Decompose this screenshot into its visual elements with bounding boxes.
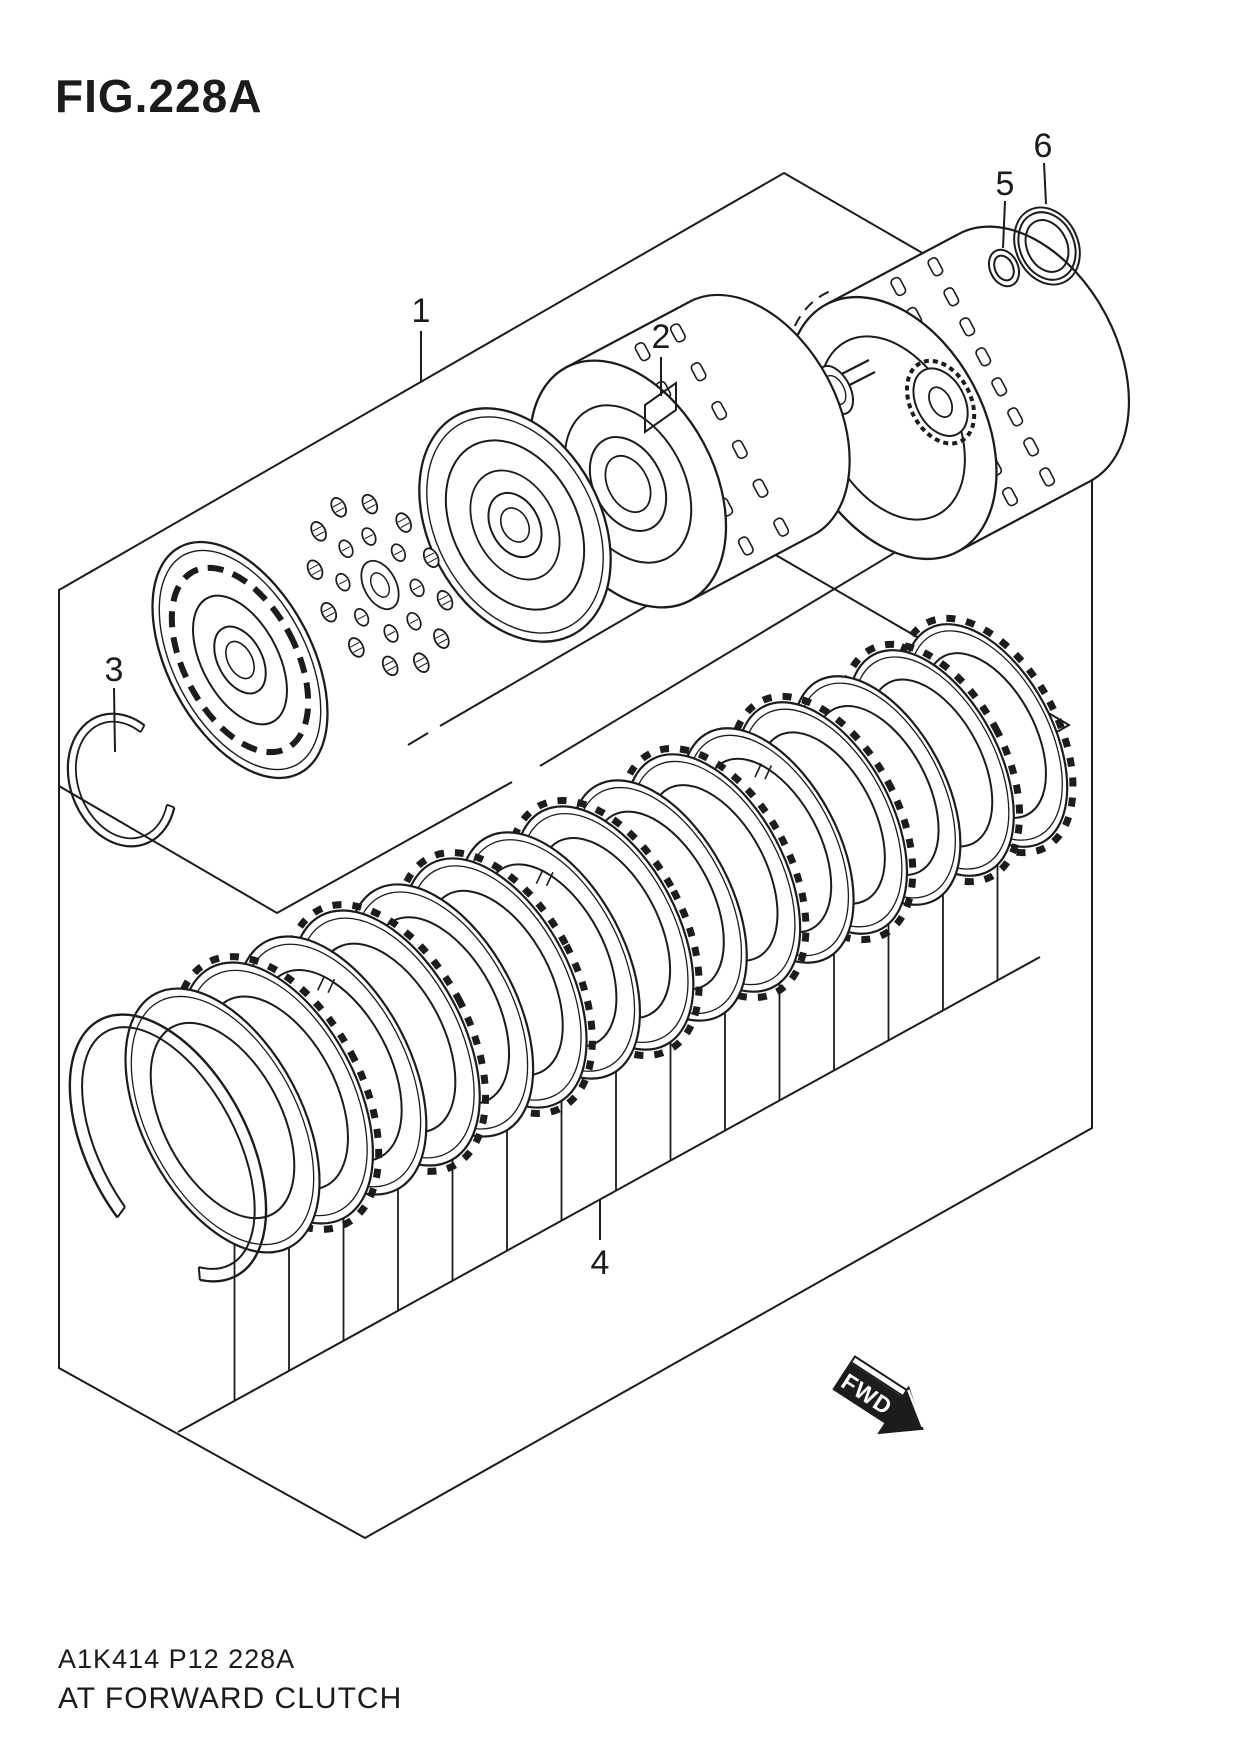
snap-ring bbox=[66, 712, 176, 848]
callout-2-flag bbox=[644, 381, 677, 434]
leader-5 bbox=[1002, 200, 1006, 249]
fwd-direction-arrow: FWD bbox=[832, 1355, 924, 1435]
spring-retainer-disc bbox=[418, 407, 612, 643]
clutch-piston bbox=[151, 540, 329, 780]
callout-5: 5 bbox=[996, 165, 1015, 203]
callout-3: 3 bbox=[105, 651, 124, 689]
figure-caption: AT FORWARD CLUTCH bbox=[58, 1682, 402, 1715]
figure-title: FIG.228A bbox=[55, 70, 262, 122]
callout-6: 6 bbox=[1034, 127, 1053, 165]
callout-annotations: 1 2 3 4 5 6 bbox=[105, 127, 1053, 1282]
clutch-plate bbox=[124, 987, 321, 1254]
callout-2: 2 bbox=[652, 318, 671, 356]
clutch-plate-stack bbox=[68, 614, 1077, 1283]
callout-1: 1 bbox=[412, 292, 431, 330]
clutch-drum-assembly bbox=[66, 225, 1131, 848]
drawing-code: A1K414 P12 228A bbox=[58, 1644, 295, 1674]
small-seal-ring bbox=[987, 248, 1021, 288]
oil-seal-ring bbox=[1013, 206, 1081, 286]
return-spring-set bbox=[306, 493, 454, 677]
clutch-housing-drum bbox=[528, 293, 851, 609]
callout-4: 4 bbox=[591, 1244, 610, 1282]
retaining-ring bbox=[68, 1013, 268, 1283]
leader-6 bbox=[1043, 162, 1047, 205]
leader-3 bbox=[113, 687, 116, 753]
